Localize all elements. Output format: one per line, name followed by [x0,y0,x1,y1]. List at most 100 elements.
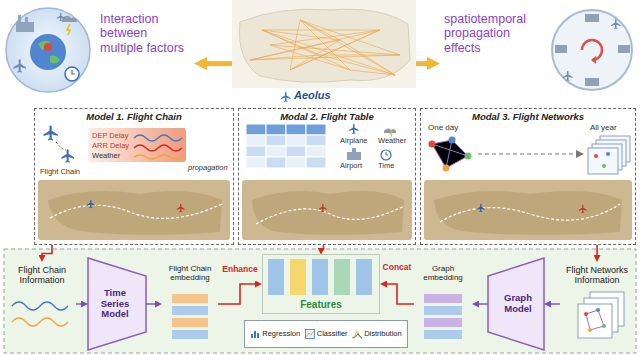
flight-chain-illustration [50,204,222,218]
chain-embedding-bars [172,294,208,339]
heading: spatiotemporal propagation effects [444,12,544,55]
connector [385,284,414,304]
connector [477,303,488,304]
propagation-circle: spatiotemporal propagation effects [440,4,636,96]
factor-label: Weather [378,137,406,145]
flight-network-illustration [432,140,468,168]
flight-table-illustration [266,135,286,146]
propagation-circle-icon [555,45,567,53]
connector [218,284,257,304]
connector [596,245,598,257]
signal-label: ARR Delay [92,142,129,150]
flight-table-illustration [246,124,266,135]
graph-embedding-bars [424,294,462,303]
flight-table-illustration [381,150,391,160]
route-map [290,30,380,70]
route-map [320,55,395,75]
modal-panel: Modal 2. Flight Table [238,108,416,245]
flight-table-illustration [306,135,326,146]
propagation-circle-icon [585,14,599,22]
flight-table-illustration [266,157,286,168]
model-label: Time Series Model [92,288,138,321]
output-icon [251,334,253,338]
route-map [232,0,416,88]
network-sheets [596,308,600,312]
globe-icon [25,17,28,22]
network-sheets [588,328,592,332]
pipeline-band [4,249,636,353]
flight-table-illustration [306,157,326,168]
flight-chain-illustration [134,135,182,141]
flight-network-illustration [434,191,622,235]
period-label: One day [428,124,458,133]
flight-table-illustration [242,180,412,240]
flight-table-illustration [266,124,286,135]
propagation-circle-icon [552,10,632,90]
output-label: Distribution [352,328,402,340]
graph-embedding-bars [424,306,462,315]
block-label: Flight Chain Information [10,265,74,286]
flight-network-illustration [424,180,632,240]
propagation-circle-icon [555,14,630,86]
flight-table-illustration [347,152,361,160]
connector [549,303,560,304]
globe-icon [6,8,90,92]
info-block: Flight Chain Information [8,262,76,346]
network-sheets [584,312,588,316]
globe-icon [65,67,79,81]
feature-bars [334,259,350,295]
connector [76,303,83,304]
chain-waves [12,318,68,326]
flight-network-illustration [432,140,468,168]
flight-table-illustration [246,146,266,157]
block-label: Flight Chain embedding [163,264,217,282]
route-map [300,20,340,40]
flight-table-illustration [242,124,412,240]
flight-table-illustration [252,191,404,235]
output-icon [352,331,362,338]
globe-icon [62,16,77,22]
connector [416,61,431,66]
time-series-model-shape [88,258,146,350]
chain-waves [12,302,68,310]
flight-network-illustration [594,154,598,158]
chain-embedding-bars [172,318,208,327]
flight-table-illustration [386,152,388,155]
flight-chain-illustration [134,155,182,159]
panel-title: Modal 3. Flight Networks [472,111,584,122]
flight-network-illustration [446,140,452,168]
globe-icon [30,34,66,70]
pipeline-band [4,249,636,353]
route-map [250,20,400,75]
connector [321,245,323,250]
output-icon [305,329,315,339]
graph-model-shape [488,258,544,350]
route-map [250,55,400,60]
globe-icon [72,70,75,74]
flight-network-illustration [424,136,632,240]
output-icon [250,329,260,339]
route-map [320,55,400,56]
globe-icon [67,24,70,35]
flight-network-illustration [606,152,610,156]
graph-model-shape [488,258,544,350]
flight-network-illustration [588,136,630,174]
propagation-circle-icon [585,78,599,86]
signal-label: DEP Delay [92,132,129,140]
panel-title: Modal 2. Flight Table [280,111,374,122]
connector [203,61,232,66]
embedding-block: Flight Chain embedding [162,262,218,346]
output-label: Classifier [305,328,348,340]
propagation-circle-icon [591,56,596,64]
flight-network-illustration [440,204,620,222]
chain-embedding-bars [172,294,208,303]
flight-table-illustration [306,124,326,135]
flight-chain-illustration [61,149,74,162]
flight-table-illustration [286,124,306,135]
flight-table-illustration [390,130,392,137]
time-series-model-shape [88,258,146,350]
flight-table-illustration [306,146,326,157]
model-trapezoid: Graph Model [488,258,544,350]
period-label: All year [590,124,617,133]
route-map [300,20,400,55]
